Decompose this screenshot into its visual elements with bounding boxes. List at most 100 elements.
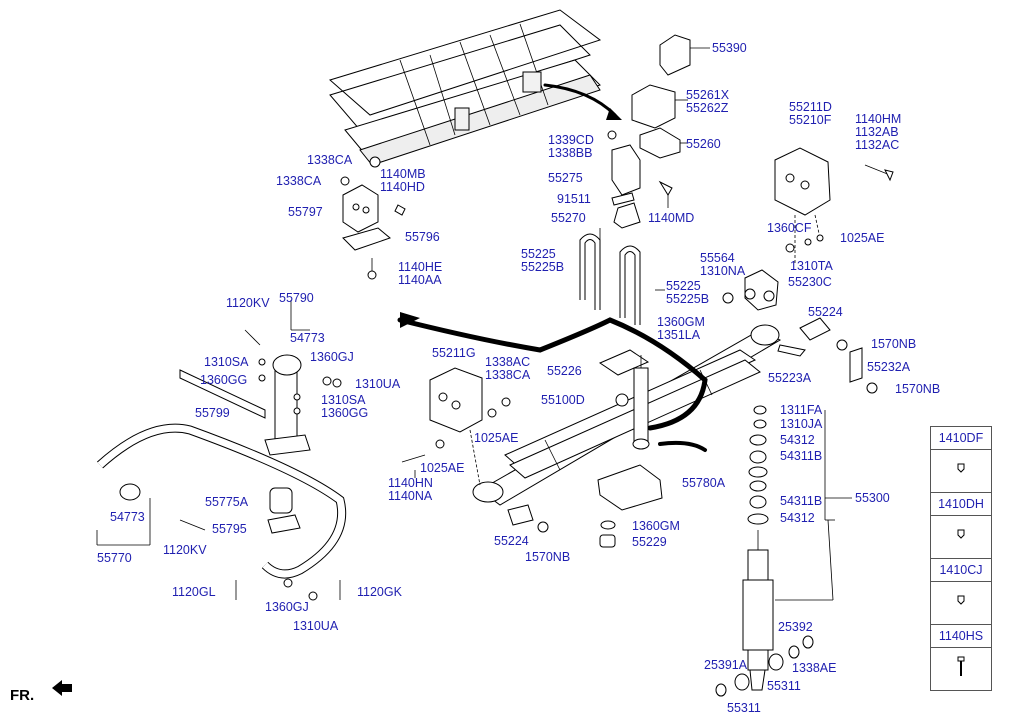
part-label[interactable]: 55270 bbox=[551, 211, 586, 225]
part-label[interactable]: 91511 bbox=[557, 192, 591, 206]
part-label[interactable]: 54312 bbox=[780, 433, 815, 447]
part-label[interactable]: 55390 bbox=[712, 41, 747, 55]
part-label[interactable]: 55210F bbox=[789, 113, 832, 127]
part-label[interactable]: 55230C bbox=[788, 275, 832, 289]
part-label[interactable]: 54312 bbox=[780, 511, 815, 525]
brake-hose bbox=[397, 317, 708, 431]
part-label[interactable]: 1339CD bbox=[548, 133, 594, 147]
part-label[interactable]: 1310NA bbox=[700, 264, 746, 278]
part-label[interactable]: 1338CA bbox=[485, 368, 531, 382]
part-label[interactable]: 1140HN bbox=[388, 476, 433, 490]
part-label[interactable]: 1310SA bbox=[321, 393, 366, 407]
part-label[interactable]: 54311B bbox=[780, 449, 822, 463]
part-label[interactable]: 1120GK bbox=[357, 585, 403, 599]
part-label[interactable]: 54311B bbox=[780, 494, 822, 508]
part-label[interactable]: 1360GG bbox=[200, 373, 247, 387]
part-label[interactable]: 1311FA bbox=[780, 403, 823, 417]
part-label[interactable]: 1338AE bbox=[792, 661, 836, 675]
part-label[interactable]: 55796 bbox=[405, 230, 440, 244]
part-label[interactable]: 55100D bbox=[541, 393, 585, 407]
legend-code: 1410CJ bbox=[931, 559, 991, 582]
part-label[interactable]: 1310UA bbox=[355, 377, 401, 391]
part-label[interactable]: 1360GM bbox=[632, 519, 680, 533]
part-label[interactable]: 1132AC bbox=[855, 138, 899, 152]
part-label[interactable]: 55224 bbox=[808, 305, 843, 319]
part-label[interactable]: 55211D bbox=[789, 100, 832, 114]
part-label[interactable]: 1120KV bbox=[163, 543, 207, 557]
nut-icon bbox=[957, 529, 965, 539]
part-label[interactable]: 1338CA bbox=[307, 153, 353, 167]
part-label[interactable]: 1360CF bbox=[767, 221, 812, 235]
part-label[interactable]: 55225B bbox=[666, 292, 709, 306]
part-label[interactable]: 1360GM bbox=[657, 315, 705, 329]
part-label[interactable]: 54773 bbox=[110, 510, 145, 524]
part-label[interactable]: 1351LA bbox=[657, 328, 701, 342]
part-label[interactable]: 1310SA bbox=[204, 355, 249, 369]
part-label[interactable]: 55564 bbox=[700, 251, 735, 265]
part-label[interactable]: 1140MB bbox=[380, 167, 426, 181]
part-label[interactable]: 1140HM bbox=[855, 112, 901, 126]
part-label[interactable]: 25392 bbox=[778, 620, 813, 634]
part-label[interactable]: 55311 bbox=[727, 701, 761, 715]
part-label[interactable]: 1132AB bbox=[855, 125, 899, 139]
part-label[interactable]: 55770 bbox=[97, 551, 132, 565]
part-label[interactable]: 55225 bbox=[521, 247, 556, 261]
part-label[interactable]: 55311 bbox=[767, 679, 801, 693]
stabilizer-bar bbox=[96, 423, 347, 601]
part-label[interactable]: 1120GL bbox=[172, 585, 216, 599]
part-label[interactable]: 55799 bbox=[195, 406, 230, 420]
part-label[interactable]: 55260 bbox=[686, 137, 721, 151]
part-label[interactable]: 55211G bbox=[432, 346, 476, 360]
part-label[interactable]: 54773 bbox=[290, 331, 325, 345]
legend-code: 1140HS bbox=[931, 625, 991, 648]
part-label[interactable]: 1338CA bbox=[276, 174, 322, 188]
part-label[interactable]: 25391A bbox=[704, 658, 748, 672]
part-label[interactable]: 1140HD bbox=[380, 180, 425, 194]
legend-item[interactable]: 1410DH bbox=[930, 492, 992, 558]
part-label[interactable]: 55223A bbox=[768, 371, 812, 385]
part-label[interactable]: 55262Z bbox=[686, 101, 729, 115]
part-label[interactable]: 55225B bbox=[521, 260, 564, 274]
part-label[interactable]: 1338BB bbox=[548, 146, 592, 160]
part-label[interactable]: 1025AE bbox=[474, 431, 518, 445]
part-label[interactable]: 55300 bbox=[855, 491, 890, 505]
part-label[interactable]: 1025AE bbox=[420, 461, 464, 475]
part-label[interactable]: 1360GJ bbox=[310, 350, 354, 364]
part-label[interactable]: 55225 bbox=[666, 279, 701, 293]
legend-item[interactable]: 1410DF bbox=[930, 426, 992, 492]
part-label[interactable]: 55226 bbox=[547, 364, 582, 378]
part-label[interactable]: 1310TA bbox=[790, 259, 834, 273]
legend-item[interactable]: 1410CJ bbox=[930, 558, 992, 624]
part-label[interactable]: 1570NB bbox=[895, 382, 940, 396]
legend-symbol bbox=[931, 450, 991, 492]
shock-absorber bbox=[715, 405, 814, 697]
legend-item[interactable]: 1140HS bbox=[930, 624, 992, 691]
part-label[interactable]: 1338AC bbox=[485, 355, 530, 369]
part-label[interactable]: 1025AE bbox=[840, 231, 884, 245]
part-label[interactable]: 55232A bbox=[867, 360, 911, 374]
shackle-parts bbox=[777, 317, 878, 394]
part-label[interactable]: 55261X bbox=[686, 88, 730, 102]
part-label[interactable]: 55795 bbox=[212, 522, 247, 536]
part-label[interactable]: 55780A bbox=[682, 476, 726, 490]
part-label[interactable]: 1140NA bbox=[388, 489, 433, 503]
part-label[interactable]: 1120KV bbox=[226, 296, 270, 310]
part-label[interactable]: 55224 bbox=[494, 534, 529, 548]
part-label[interactable]: 1360GG bbox=[321, 406, 368, 420]
part-label[interactable]: 1140HE bbox=[398, 260, 442, 274]
part-label[interactable]: 1140AA bbox=[398, 273, 442, 287]
part-label[interactable]: 55275 bbox=[548, 171, 583, 185]
part-label[interactable]: 1360GJ bbox=[265, 600, 309, 614]
part-label[interactable]: 55229 bbox=[632, 535, 667, 549]
rear-hanger-bracket bbox=[722, 147, 894, 311]
part-label[interactable]: 55775A bbox=[205, 495, 249, 509]
front-hanger-bracket bbox=[401, 367, 511, 486]
part-label[interactable]: 55797 bbox=[288, 205, 323, 219]
part-label[interactable]: 1310UA bbox=[293, 619, 339, 633]
part-label[interactable]: 1570NB bbox=[871, 337, 916, 351]
part-label[interactable]: 1140MD bbox=[648, 211, 694, 225]
stabilizer-link bbox=[179, 329, 342, 456]
part-label[interactable]: 55790 bbox=[279, 291, 314, 305]
part-label[interactable]: 1310JA bbox=[780, 417, 823, 431]
part-label[interactable]: 1570NB bbox=[525, 550, 570, 564]
